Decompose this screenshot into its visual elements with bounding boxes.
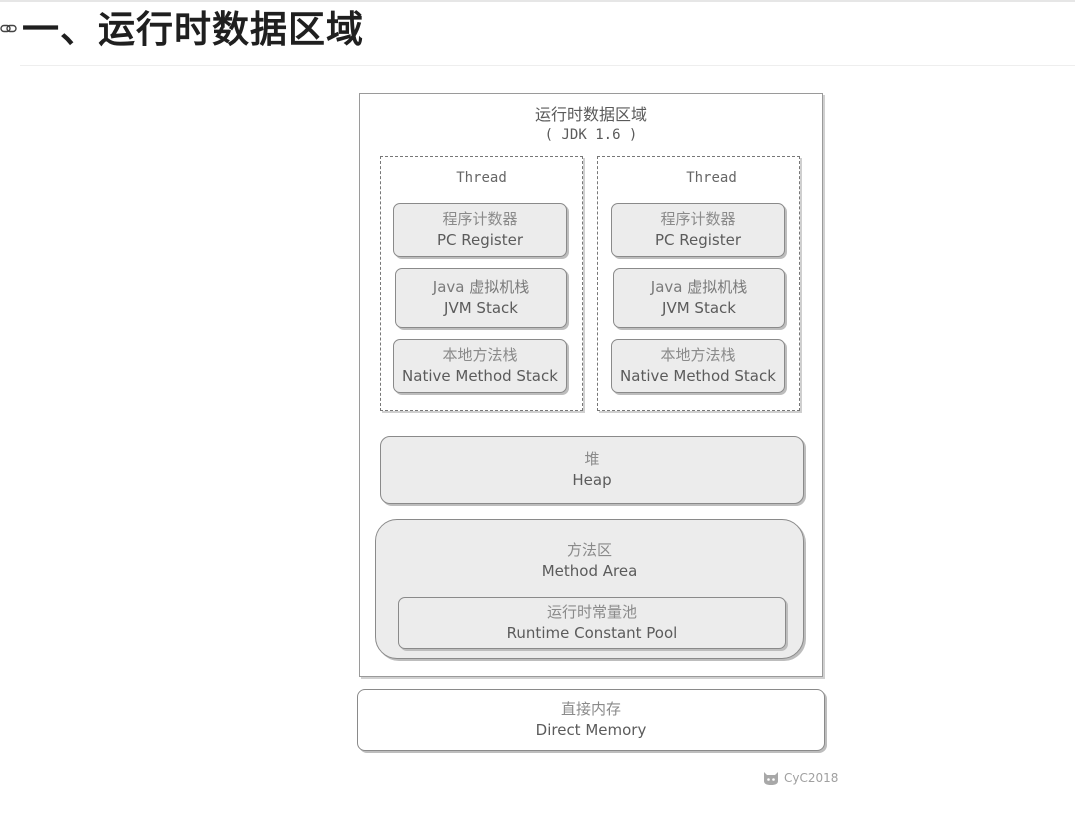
native-stack-en-2: Native Method Stack — [620, 367, 776, 385]
constant-pool-cn: 运行时常量池 — [546, 603, 637, 621]
heap-en: Heap — [572, 471, 612, 489]
jvm-stack-en-2: JVM Stack — [662, 299, 736, 317]
pc-register-box-1: 程序计数器 PC Register — [393, 203, 567, 257]
github-cat-icon — [764, 772, 778, 785]
diagram-subtitle: ( JDK 1.6 ) — [544, 127, 638, 143]
pc-register-en-2: PC Register — [654, 231, 742, 249]
watermark-text: CyC2018 — [784, 771, 839, 785]
constant-pool-box: 运行时常量池 Runtime Constant Pool — [398, 597, 786, 649]
page-title: 一、运行时数据区域 — [22, 8, 364, 51]
native-stack-box-1: 本地方法栈 Native Method Stack — [393, 339, 567, 393]
jvm-stack-box-2: Java 虚拟机栈 JVM Stack — [613, 268, 785, 328]
pc-register-cn-1: 程序计数器 — [442, 210, 518, 228]
direct-memory-box: 直接内存 Direct Memory — [357, 689, 825, 751]
direct-memory-en: Direct Memory — [535, 721, 647, 739]
pc-register-box-2: 程序计数器 PC Register — [611, 203, 785, 257]
pc-register-en-1: PC Register — [436, 231, 524, 249]
pc-register-cn-2: 程序计数器 — [660, 210, 736, 228]
jvm-stack-en-1: JVM Stack — [444, 299, 518, 317]
thread-label-2: Thread — [686, 170, 737, 186]
jvm-stack-box-1: Java 虚拟机栈 JVM Stack — [395, 268, 567, 328]
method-area-en: Method Area — [541, 562, 638, 580]
heap-box: 堆 Heap — [380, 436, 804, 504]
heap-cn: 堆 — [584, 450, 600, 468]
top-divider — [0, 0, 1075, 2]
native-stack-box-2: 本地方法栈 Native Method Stack — [611, 339, 785, 393]
link-icon[interactable] — [0, 20, 18, 38]
jvm-stack-cn-1: Java 虚拟机栈 — [432, 278, 530, 296]
jvm-stack-cn-2: Java 虚拟机栈 — [650, 278, 748, 296]
constant-pool-en: Runtime Constant Pool — [506, 624, 678, 642]
method-area-cn: 方法区 — [566, 541, 612, 559]
diagram-title: 运行时数据区域 — [534, 105, 647, 124]
method-area-label: 方法区 Method Area — [375, 540, 804, 582]
direct-memory-cn: 直接内存 — [560, 700, 621, 718]
native-stack-en-1: Native Method Stack — [402, 367, 558, 385]
native-stack-cn-2: 本地方法栈 — [660, 346, 736, 364]
native-stack-cn-1: 本地方法栈 — [442, 346, 518, 364]
thread-label-1: Thread — [456, 170, 507, 186]
heading-divider — [20, 65, 1075, 66]
watermark: CyC2018 — [762, 769, 838, 787]
